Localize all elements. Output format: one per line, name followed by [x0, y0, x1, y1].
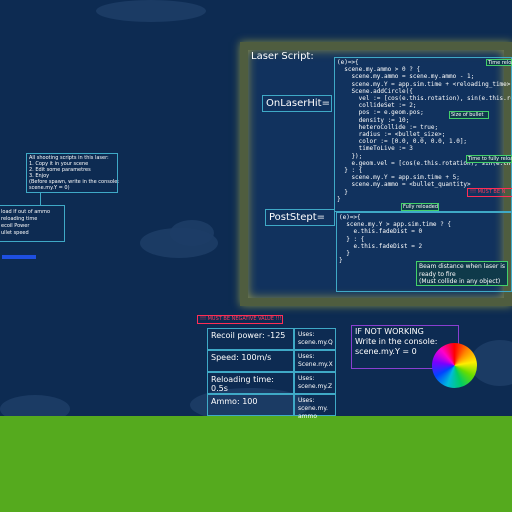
note-bullet-size: Size of bullet	[449, 111, 489, 119]
note-fully-reloaded: Fully reloaded	[401, 203, 439, 211]
note-time-reload: Time reload	[486, 59, 512, 66]
player-bar[interactable]	[2, 255, 36, 259]
color-wheel-icon[interactable]	[432, 343, 477, 388]
instructions-line: 3. Enjoy	[29, 173, 50, 179]
post-step-label: PostStept=	[265, 209, 335, 226]
left-info-line: load if out of ammo	[1, 209, 51, 215]
negative-value-warning: !!! MUST BE NEGATIVE VALUE !!!	[197, 315, 283, 324]
left-info-line: reloading time	[1, 216, 38, 222]
beam-line: ready to fire	[419, 270, 456, 278]
beam-line: Beam distance when laser is	[419, 263, 506, 270]
instructions-line: 1. Copy it in your scene	[29, 161, 89, 167]
not-working-line: Write in the console:	[355, 337, 438, 346]
note-beam-distance: Beam distance when laser is ready to fir…	[416, 261, 508, 286]
param-speed-uses: Uses: Scene.my.X	[294, 350, 336, 372]
on-laser-hit-code[interactable]: (e)=>{ scene.my.ammo > 0 ? { scene.my.am…	[334, 57, 512, 212]
cloud	[170, 220, 214, 246]
param-reloading-time: Reloading time: 0.5s	[207, 372, 294, 394]
cloud	[96, 0, 206, 22]
must-be-warning: !!! MUST BE N	[467, 188, 512, 197]
param-recoil-uses: Uses: scene.my.Q	[294, 328, 336, 350]
connector-line	[40, 193, 41, 206]
instructions-heading: All shooting scripts in this laser:	[29, 155, 109, 161]
param-recoil-power: Recoil power: -125	[207, 328, 294, 350]
instructions-line: 2. Edit some parametres	[29, 167, 91, 173]
param-ammo-uses: Uses: scene.my. ammo	[294, 394, 336, 420]
param-ammo: Ammo: 100	[207, 394, 294, 416]
ground	[0, 416, 512, 512]
instructions-line: (Before spawn, write in the console:	[29, 179, 120, 185]
left-info-line: ecoil Power	[1, 223, 30, 229]
left-info-box: load if out of ammo reloading time ecoil…	[0, 205, 65, 242]
laser-script-title: Laser Script:	[251, 51, 314, 62]
beam-line: (Must collide in any object)	[419, 278, 501, 285]
param-speed: Speed: 100m/s	[207, 350, 294, 372]
left-info-line: ullet speed	[1, 230, 29, 236]
instructions-box: All shooting scripts in this laser: 1. C…	[26, 153, 120, 193]
param-reloading-uses: Uses: scene.my.Z	[294, 372, 336, 394]
on-laser-hit-label: OnLaserHit=	[262, 95, 332, 112]
note-time-fully-reload: Time to fully reload	[466, 155, 512, 163]
not-working-line: scene.my.Y = 0	[355, 347, 417, 356]
instructions-line: scene.my.Y = 0)	[29, 185, 70, 191]
not-working-line: IF NOT WORKING	[355, 327, 424, 336]
cloud	[470, 340, 512, 386]
